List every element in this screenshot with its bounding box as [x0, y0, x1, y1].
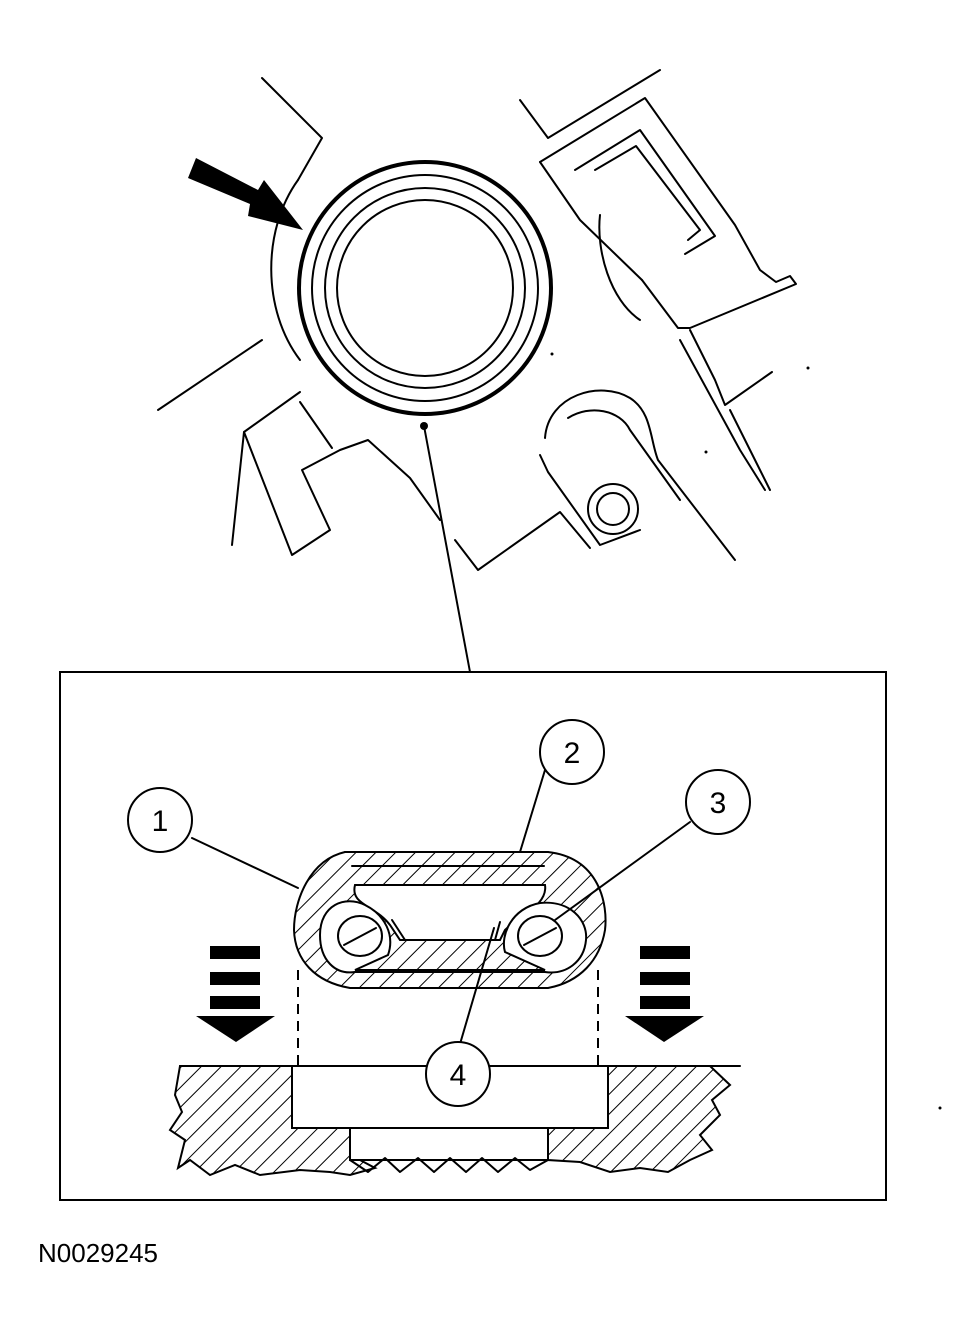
press-arrow-left-icon: [196, 946, 275, 1042]
callout-4: 4: [425, 1041, 491, 1107]
callout-1: 1: [127, 787, 193, 853]
svg-text:2: 2: [564, 737, 581, 770]
svg-text:3: 3: [710, 787, 727, 820]
press-arrow-right-icon: [625, 946, 704, 1042]
callout-2: 2: [539, 719, 605, 785]
indicator-arrow-icon: [188, 158, 303, 230]
housing-overview: [157, 69, 810, 571]
svg-text:4: 4: [450, 1059, 467, 1092]
reference-code: N0029245: [38, 1238, 158, 1268]
svg-text:1: 1: [152, 805, 169, 838]
callout-leaders: [191, 769, 691, 1045]
detail-frame: [59, 671, 887, 1201]
seal-cross-section: [292, 851, 607, 989]
detail-leader: [420, 422, 471, 673]
callout-3: 3: [685, 769, 751, 835]
